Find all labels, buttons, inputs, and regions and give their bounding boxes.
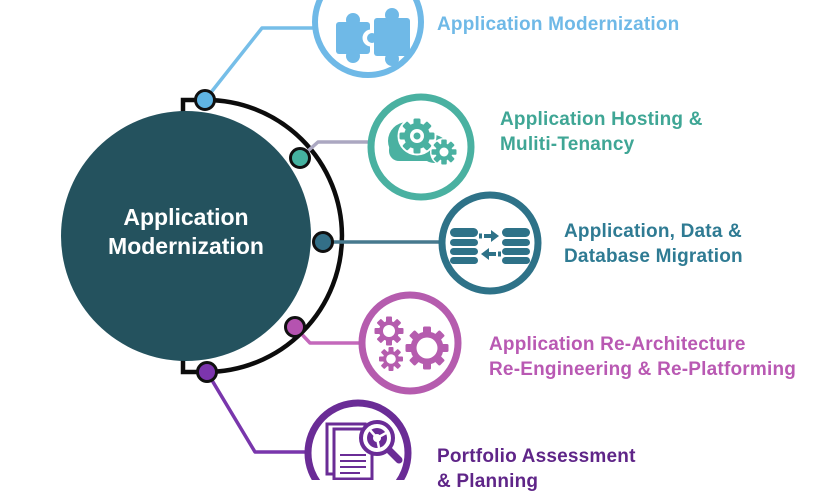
label-item3-line2: Database Migration (564, 246, 743, 267)
cloud-gear-small (430, 138, 458, 166)
puzzle-icon (336, 8, 410, 66)
hub-circle (61, 111, 311, 361)
database-left (450, 228, 478, 264)
portfolio-magnifier-icon (325, 420, 403, 480)
connector-item5 (205, 371, 310, 454)
arrow-left-icon (481, 248, 501, 260)
node-item5 (196, 361, 218, 383)
label-item5: Portfolio Assessment & Planning (437, 444, 636, 494)
application-modernization-diagram (61, 0, 542, 480)
connector-item1 (203, 26, 316, 102)
label-item5-line2: & Planning (437, 471, 539, 492)
cloud-gears-icon (388, 116, 458, 166)
gear-small-top (374, 316, 404, 346)
hub-title-line2: Modernization (108, 233, 264, 259)
node-item1 (194, 89, 216, 111)
gears-icon (374, 316, 449, 371)
label-item3: Application, Data & Database Migration (564, 219, 743, 269)
database-right (502, 228, 530, 264)
label-item4-line1: Application Re-Architecture (489, 334, 746, 355)
label-item2-line1: Application Hosting & (500, 109, 703, 130)
node-item2 (289, 147, 311, 169)
item4-icon-badge (358, 291, 462, 395)
hub-arc (204, 97, 345, 375)
item4-icon-circle (358, 291, 462, 395)
label-item3-line1: Application, Data & (564, 221, 742, 242)
cloud-gear-large (397, 116, 437, 156)
label-item1-line1: Application Modernization (437, 14, 680, 35)
label-item4: Application Re-Architecture Re-Engineeri… (489, 332, 796, 382)
label-item1: Application Modernization (437, 12, 680, 37)
label-item4-line2: Re-Engineering & Re-Platforming (489, 359, 797, 380)
label-item2-line2: Muliti-Tenancy (500, 134, 635, 155)
database-migration-icon (450, 228, 530, 264)
label-item5-line1: Portfolio Assessment (437, 446, 636, 467)
document-text-lines (340, 454, 366, 474)
node-item3 (312, 231, 334, 253)
gear-small-bottom (379, 347, 403, 371)
item1-icon-badge (312, 0, 424, 78)
node-item4 (284, 316, 306, 338)
hub-title-line1: Application (123, 204, 249, 230)
item3-icon-circle (438, 191, 542, 295)
label-item2: Application Hosting & Muliti-Tenancy (500, 107, 703, 157)
item3-icon-badge (438, 191, 542, 295)
arrow-right-icon (479, 230, 499, 242)
hub-title: Application Modernization (61, 203, 311, 261)
connector-item2 (298, 140, 373, 160)
pie-chart-glyph (367, 428, 387, 449)
item5-icon-badge (304, 399, 412, 480)
magnifier-icon (359, 420, 403, 464)
gear-large (405, 326, 449, 370)
item2-icon-badge (367, 93, 475, 201)
